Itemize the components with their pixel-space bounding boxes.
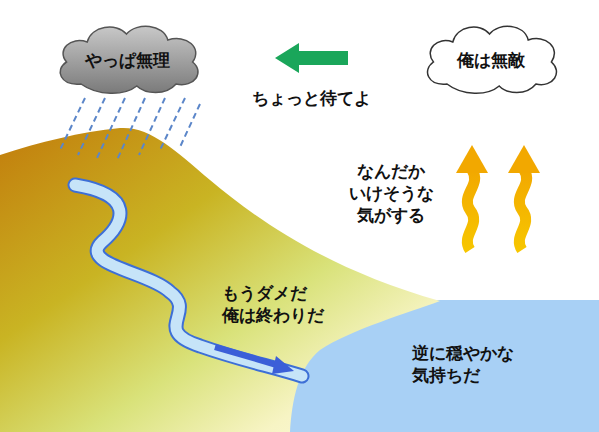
arrowhead: [508, 145, 540, 173]
river: [75, 185, 302, 376]
block-arrow: [275, 43, 348, 73]
annotation-text: もうダメだ 俺は終わりだ: [222, 282, 352, 326]
annotation-text: 逆に穏やかな 気持ちだ: [412, 342, 562, 386]
cloud-text: 俺は無敵: [418, 49, 563, 72]
flow-arrow: [215, 347, 294, 374]
annotation-text: なんだか いけそうな 気がする: [332, 160, 450, 226]
arrow-label: ちょっと待てよ: [252, 87, 371, 110]
rain: [60, 98, 200, 160]
cloud: やっぱ無理: [50, 18, 205, 98]
arrowhead: [456, 145, 488, 173]
rising-arrows: [467, 170, 526, 250]
cloud: 俺は無敵: [418, 18, 563, 98]
river-outline: [75, 185, 302, 376]
cloud-text: やっぱ無理: [50, 49, 205, 72]
